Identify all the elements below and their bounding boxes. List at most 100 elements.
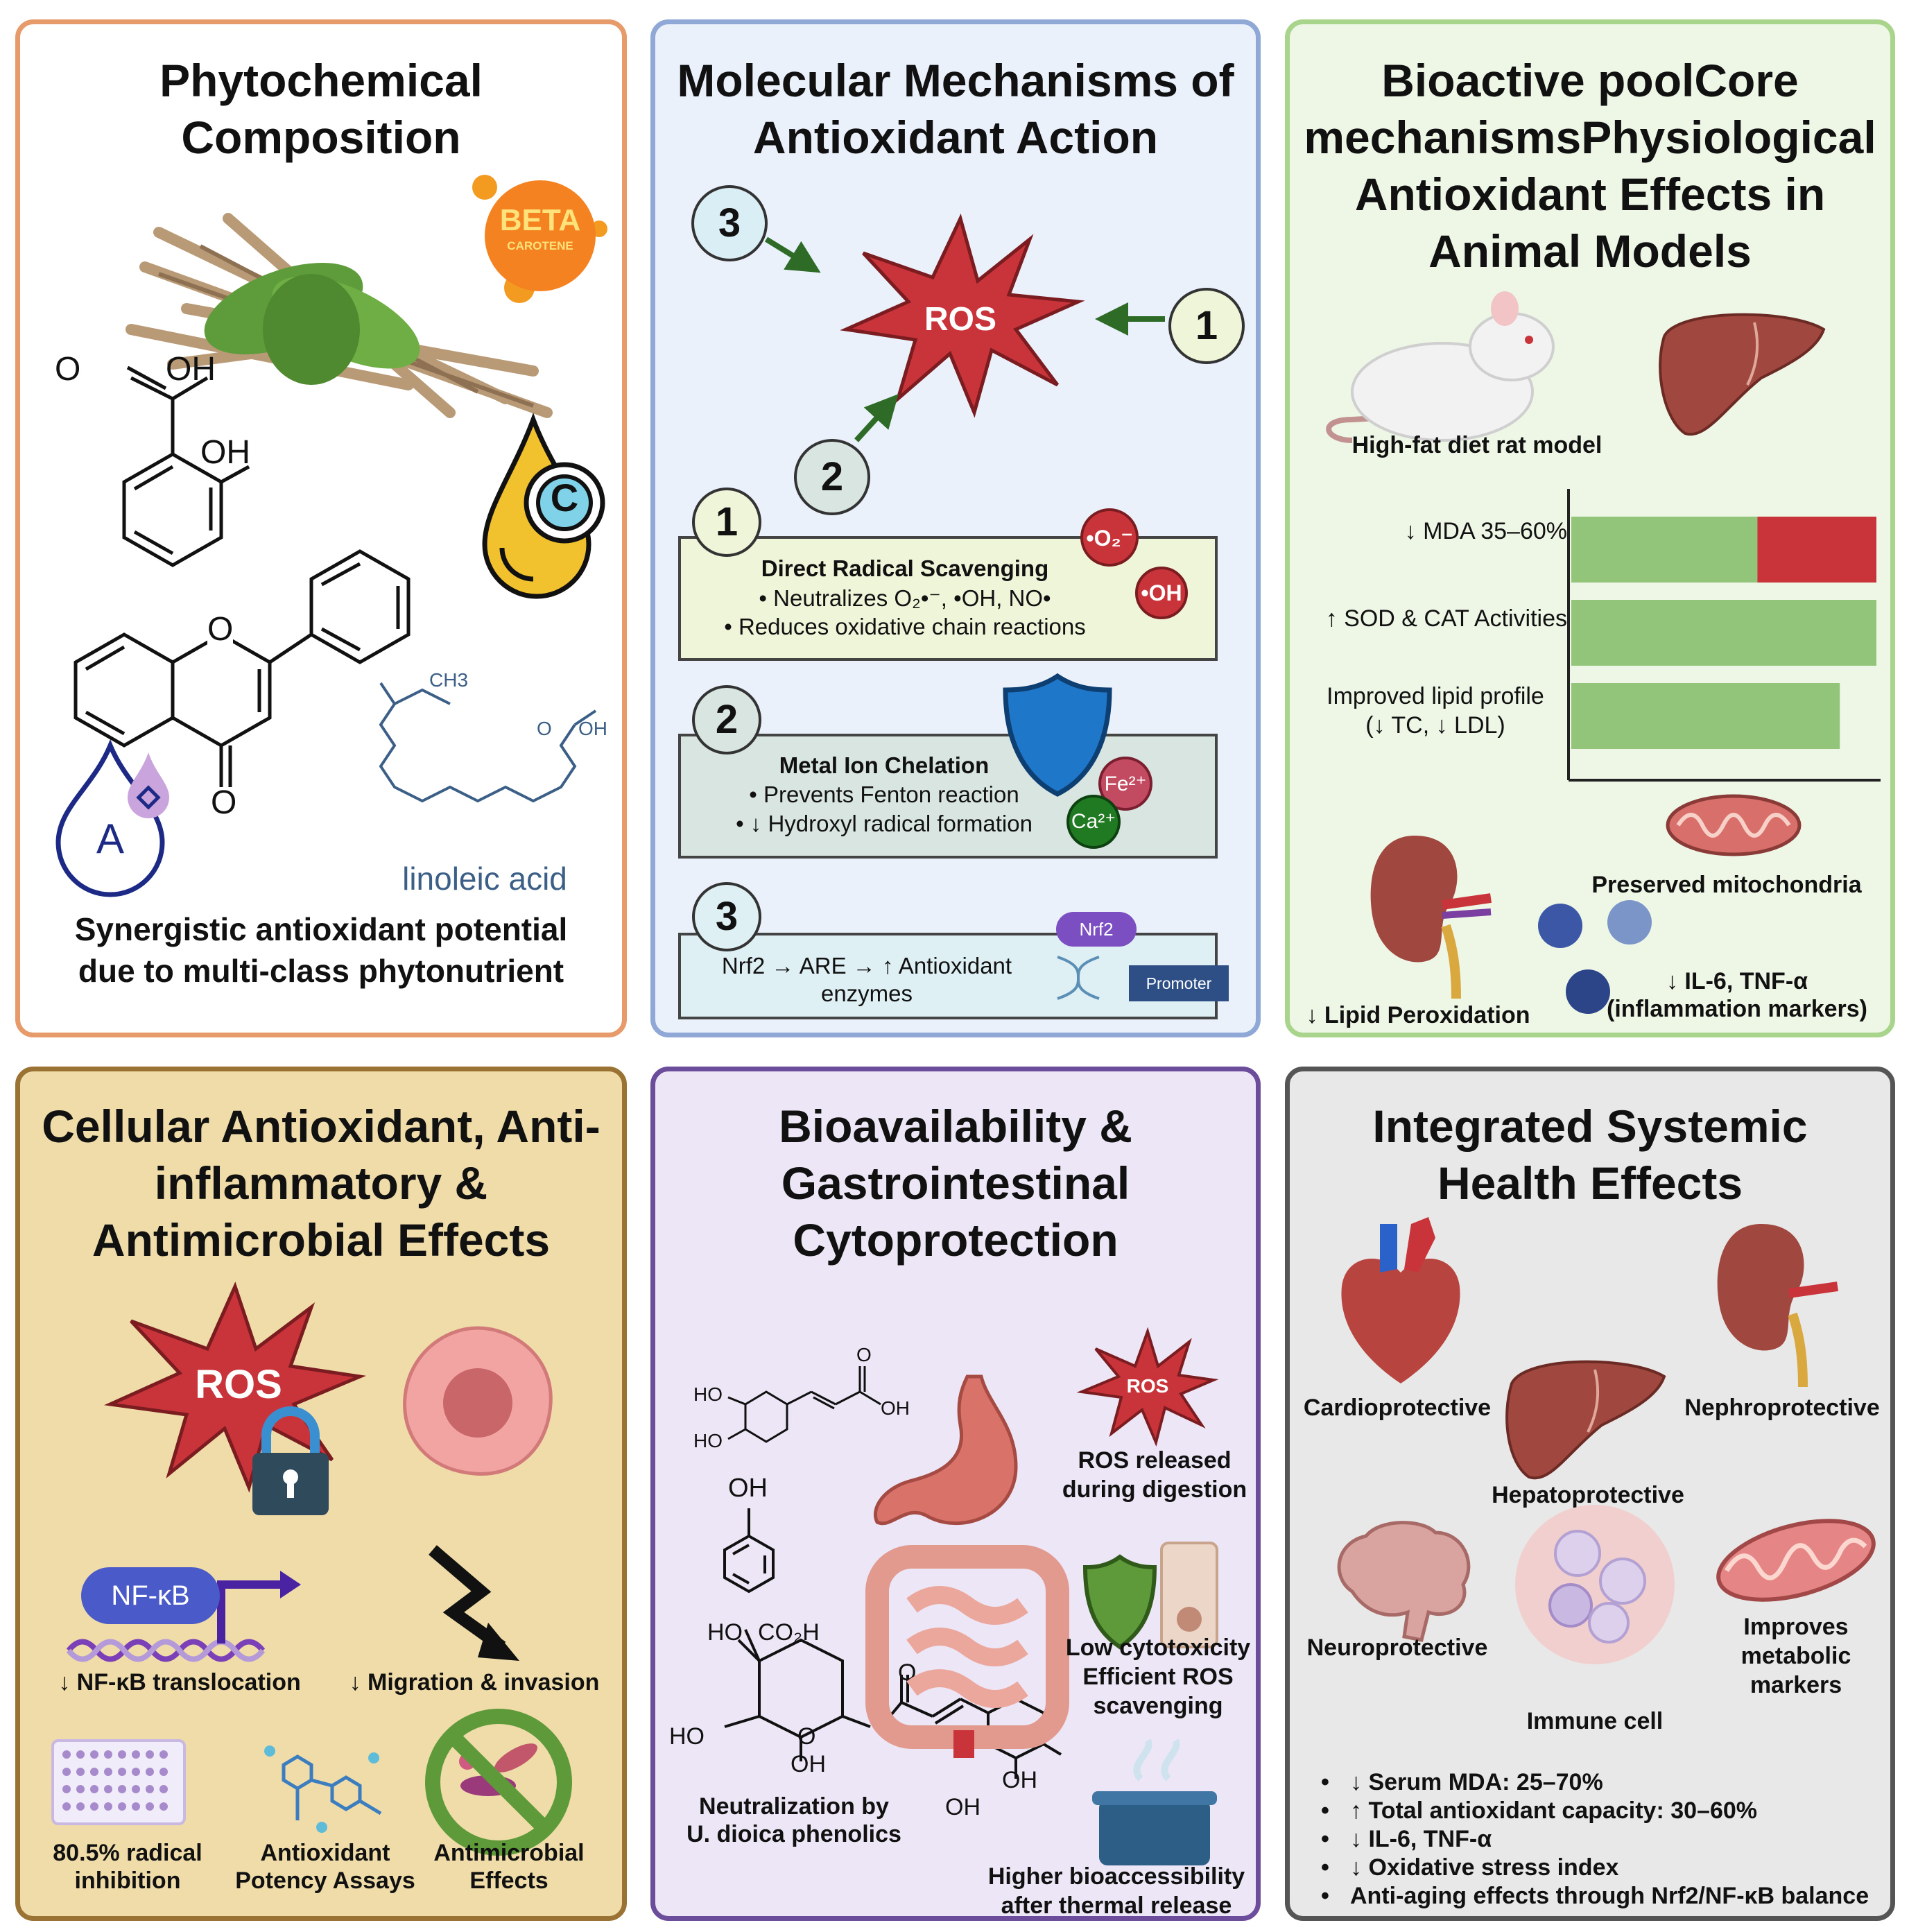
cga-oh3: OH [945, 1794, 981, 1820]
bar [1571, 600, 1876, 666]
box2-line2: • ↓ Hydroxyl radical formation [736, 811, 1033, 836]
hepatoprotective-label: Hepatoprotective [1492, 1482, 1684, 1508]
mitochondria-icon [1666, 794, 1802, 856]
ros-burst-icon [104, 1282, 367, 1493]
calcium-ion-icon [1066, 795, 1121, 849]
nrf2-pathway-box [678, 933, 1218, 1019]
caffeic-ho1: HO [693, 1383, 723, 1405]
promoter-badge: Promoter [1129, 965, 1229, 1001]
box1-line2: • Reduces oxidative chain reactions [724, 614, 1086, 639]
ros-label: ROS [924, 301, 996, 338]
liver-icon [1659, 313, 1826, 436]
panel-bioavailability: Bioavailability & Gastrointestinal Cytop… [650, 1067, 1261, 1921]
box2-title: Metal Ion Chelation [779, 752, 990, 778]
linoleic-label: linoleic acid [402, 861, 567, 897]
radical-inhibition-label: 80.5% radical inhibition [53, 1840, 202, 1894]
nettle-root-icon [126, 213, 553, 418]
cga-co2h: CO₂H [758, 1619, 820, 1646]
nrf2-badge: Nrf2 [1056, 912, 1137, 947]
ros-label: ROS [1126, 1375, 1169, 1397]
ros-burst-icon [1076, 1327, 1219, 1447]
molecules-icon [264, 1745, 382, 1833]
superoxide-radical-icon [1080, 508, 1139, 567]
rat-icon [1326, 291, 1555, 443]
mechanism-1-marker: 1 [1168, 288, 1245, 364]
box2-line1: • Prevents Fenton reaction [749, 782, 1019, 807]
box3-number: 3 [692, 882, 761, 951]
hydroxyl-label: •OH [1141, 580, 1182, 605]
neutralization-label: Neutralization by U. dioica phenolics [686, 1793, 901, 1847]
cga-oh2: OH [1002, 1767, 1037, 1793]
linoleic-acid-structure [379, 682, 597, 803]
salicylic-oh1: OH [166, 351, 216, 388]
rat-model-label: High-fat diet rat model [1351, 432, 1603, 458]
chart-category-label: ↓ MDA 35–60% [1404, 518, 1567, 544]
caffeic-acid-structure [727, 1366, 881, 1443]
panel-molecular-mechanisms: Molecular Mechanisms of Antioxidant Acti… [650, 19, 1261, 1037]
panel-title: Cellular Antioxidant, Anti- inflammatory… [42, 1101, 601, 1266]
mechanism-3-marker: 3 [691, 185, 768, 261]
lock-icon [252, 1406, 329, 1515]
antimicrobial-label: Antimicrobial Effects [433, 1840, 585, 1894]
cga-o1: O [797, 1723, 816, 1750]
nfkb-transcription-icon [66, 1571, 301, 1662]
iron-label: Fe²⁺ [1104, 773, 1147, 795]
calcium-label: Ca²⁺ [1071, 810, 1116, 833]
bar [1571, 517, 1758, 583]
carotene-label: CAROTENE [507, 239, 573, 252]
pathway-arrows [764, 236, 1165, 442]
cardioprotective-label: Cardioprotective [1303, 1395, 1492, 1421]
salicylic-acid-structure [122, 365, 250, 567]
ros-burst-icon [840, 213, 1085, 418]
vitamin-c-drop-icon [482, 413, 605, 599]
ros-label: ROS [195, 1362, 282, 1407]
nettle-leaf [263, 274, 360, 385]
panel-title: Bioactive poolCore mechanismsPhysiologic… [1304, 55, 1876, 277]
cooking-pot-icon [1092, 1739, 1217, 1865]
ros-caption: ROS released during digestion [1062, 1447, 1247, 1503]
bar-chart [1567, 489, 1881, 782]
immune-cell-label: Immune cell [1526, 1708, 1664, 1734]
cell-shield-icon [1082, 1542, 1218, 1650]
nephroprotective-label: Nephroprotective [1684, 1395, 1880, 1421]
bar [1571, 683, 1840, 749]
beta-carotene-icon [472, 175, 607, 303]
superoxide-label: •O₂⁻ [1086, 526, 1133, 551]
summary-bullet-list: •↓ Serum MDA: 25–70% •↑ Total antioxidan… [1321, 1768, 1890, 1911]
salicylic-o: O [55, 351, 81, 388]
panel-title: Molecular Mechanisms of Antioxidant Acti… [677, 55, 1234, 163]
bullet-item: •Anti-aging effects through Nrf2/NF-κB b… [1321, 1883, 1869, 1909]
stomach-icon [874, 1374, 1018, 1526]
flavone-o2: O [211, 784, 237, 821]
caffeic-oh: OH [881, 1397, 910, 1419]
well-plate-icon [51, 1739, 186, 1825]
migration-caption: ↓ Migration & invasion [349, 1669, 600, 1696]
bullet-item: •↓ IL-6, TNF-α [1321, 1826, 1492, 1852]
immune-cells-icon [1515, 1505, 1675, 1664]
mitochondria-icon [1716, 1519, 1876, 1602]
immune-cells-icon [1538, 900, 1652, 1014]
migration-arrow-icon [429, 1545, 519, 1661]
bullet-item: •↓ Serum MDA: 25–70% [1321, 1769, 1603, 1795]
cga-ho: HO [707, 1619, 743, 1646]
no-bacteria-icon [425, 1709, 572, 1856]
phenol-structure [723, 1508, 775, 1594]
heart-icon [1341, 1217, 1460, 1383]
panel-title: Bioavailability & Gastrointestinal Cytop… [779, 1101, 1132, 1266]
bioaccessibility-caption: Higher bioaccessibility after thermal re… [987, 1863, 1245, 1919]
vitamin-c-letter: C [550, 476, 579, 519]
kidney-icon [1717, 1224, 1838, 1388]
phenol-oh: OH [728, 1474, 768, 1503]
box1-title: Direct Radical Scavenging [761, 555, 1049, 581]
box1-line1: • Neutralizes O₂•⁻, •OH, NO• [759, 585, 1051, 611]
nfkb-badge: NF-κB [81, 1567, 220, 1624]
brain-icon [1337, 1521, 1471, 1642]
panel-cellular-effects: Cellular Antioxidant, Anti- inflammatory… [15, 1067, 627, 1921]
beta-label: BETA [499, 203, 581, 237]
nfkb-caption: ↓ NF-κB translocation [58, 1669, 301, 1696]
dna-helix-icon [1057, 956, 1100, 1000]
linoleic-ch3: CH3 [429, 669, 469, 691]
panel-phytochemical-composition: Phytochemical Composition BETA CAROTENE … [15, 19, 627, 1037]
vitamin-a-drop-icon [55, 739, 169, 897]
cga-oh: OH [791, 1751, 826, 1777]
